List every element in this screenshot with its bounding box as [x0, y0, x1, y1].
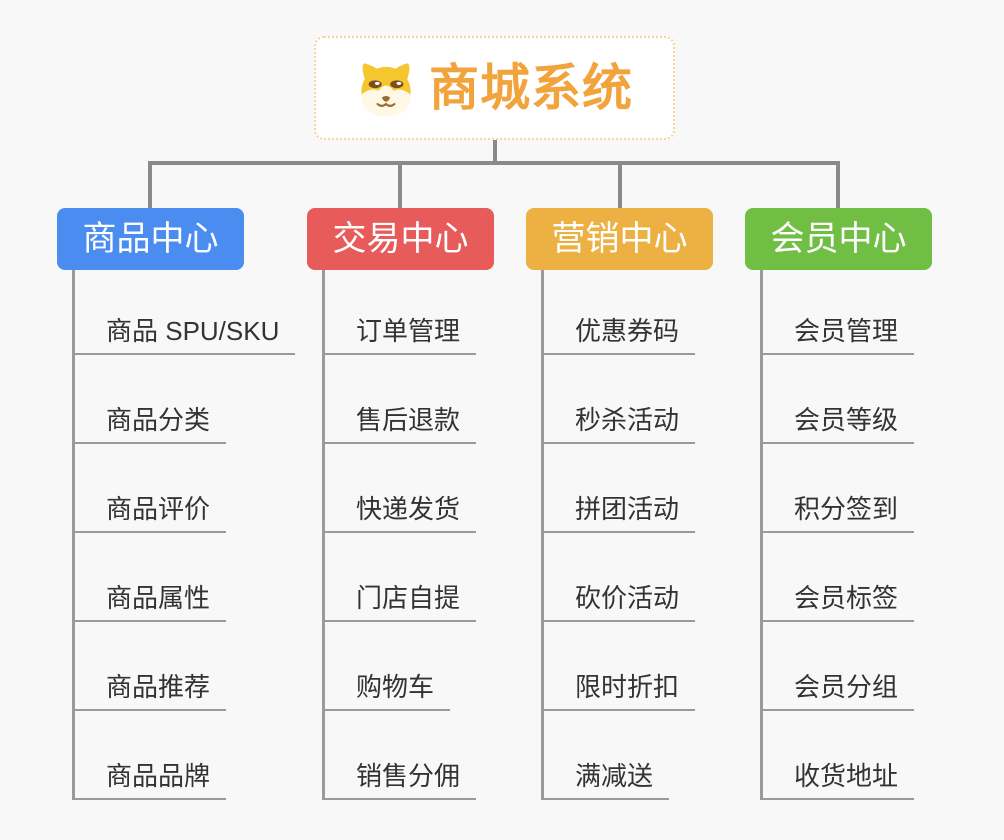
leaf-node[interactable]: 会员管理	[760, 316, 915, 355]
leaf-node[interactable]: 会员分组	[760, 672, 915, 711]
leaf-slot: 砍价活动	[541, 533, 791, 622]
leaf-slot: 售后退款	[322, 355, 572, 444]
leaf-node[interactable]: 商品 SPU/SKU	[72, 316, 296, 355]
leaf-node[interactable]: 会员等级	[760, 405, 915, 444]
leaf-slot: 满减送	[541, 711, 791, 800]
branch-header-member[interactable]: 会员中心	[745, 208, 932, 270]
branch-column-trade: 订单管理 售后退款 快递发货 门店自提 购物车 销售分佣	[322, 266, 572, 800]
branch-header-trade[interactable]: 交易中心	[307, 208, 494, 270]
connector-root-stem	[493, 140, 497, 163]
leaf-node[interactable]: 商品分类	[72, 405, 227, 444]
leaf-slot: 会员管理	[760, 266, 1004, 355]
leaf-slot: 订单管理	[322, 266, 572, 355]
connector-drop-member	[836, 161, 840, 208]
leaf-slot: 销售分佣	[322, 711, 572, 800]
leaf-slot: 积分签到	[760, 444, 1004, 533]
branch-column-marketing: 优惠券码 秒杀活动 拼团活动 砍价活动 限时折扣 满减送	[541, 266, 791, 800]
leaf-slot: 购物车	[322, 622, 572, 711]
leaf-node[interactable]: 售后退款	[322, 405, 477, 444]
leaf-slot: 商品属性	[72, 533, 322, 622]
leaf-node[interactable]: 销售分佣	[322, 761, 477, 800]
leaf-slot: 秒杀活动	[541, 355, 791, 444]
leaf-node[interactable]: 快递发货	[322, 494, 477, 533]
leaf-node[interactable]: 购物车	[322, 672, 451, 711]
leaf-node[interactable]: 砍价活动	[541, 583, 696, 622]
leaf-node[interactable]: 满减送	[541, 761, 670, 800]
leaf-slot: 商品评价	[72, 444, 322, 533]
branch-column-goods: 商品 SPU/SKU 商品分类 商品评价 商品属性 商品推荐 商品品牌	[72, 266, 322, 800]
leaf-node[interactable]: 秒杀活动	[541, 405, 696, 444]
leaf-slot: 会员等级	[760, 355, 1004, 444]
leaf-node[interactable]: 门店自提	[322, 583, 477, 622]
leaf-slot: 优惠券码	[541, 266, 791, 355]
leaf-node[interactable]: 收货地址	[760, 761, 915, 800]
dog-face-icon	[356, 60, 416, 117]
leaf-node[interactable]: 商品品牌	[72, 761, 227, 800]
leaf-slot: 门店自提	[322, 533, 572, 622]
connector-horizontal-bar	[148, 161, 840, 165]
connector-drop-trade	[398, 161, 402, 208]
leaf-node[interactable]: 拼团活动	[541, 494, 696, 533]
leaf-node[interactable]: 商品属性	[72, 583, 227, 622]
leaf-slot: 商品 SPU/SKU	[72, 266, 322, 355]
leaf-node[interactable]: 商品推荐	[72, 672, 227, 711]
branch-column-member: 会员管理 会员等级 积分签到 会员标签 会员分组 收货地址	[760, 266, 1004, 800]
leaf-slot: 会员标签	[760, 533, 1004, 622]
branch-trunk-member	[760, 270, 763, 800]
leaf-node[interactable]: 商品评价	[72, 494, 227, 533]
root-node[interactable]: 商城系统	[314, 36, 675, 140]
connector-drop-marketing	[618, 161, 622, 208]
leaf-slot: 会员分组	[760, 622, 1004, 711]
leaf-node[interactable]: 积分签到	[760, 494, 915, 533]
branch-header-marketing[interactable]: 营销中心	[526, 208, 713, 270]
leaf-slot: 商品推荐	[72, 622, 322, 711]
leaf-node[interactable]: 订单管理	[322, 316, 477, 355]
leaf-slot: 收货地址	[760, 711, 1004, 800]
leaf-slot: 快递发货	[322, 444, 572, 533]
leaf-node[interactable]: 优惠券码	[541, 316, 696, 355]
connector-drop-goods	[148, 161, 152, 208]
branch-trunk-trade	[322, 270, 325, 800]
branch-trunk-marketing	[541, 270, 544, 800]
root-title: 商城系统	[429, 60, 633, 116]
leaf-slot: 限时折扣	[541, 622, 791, 711]
leaf-slot: 拼团活动	[541, 444, 791, 533]
branch-header-goods[interactable]: 商品中心	[57, 208, 244, 270]
leaf-slot: 商品分类	[72, 355, 322, 444]
leaf-node[interactable]: 限时折扣	[541, 672, 696, 711]
leaf-slot: 商品品牌	[72, 711, 322, 800]
branch-trunk-goods	[72, 270, 75, 800]
leaf-node[interactable]: 会员标签	[760, 583, 915, 622]
